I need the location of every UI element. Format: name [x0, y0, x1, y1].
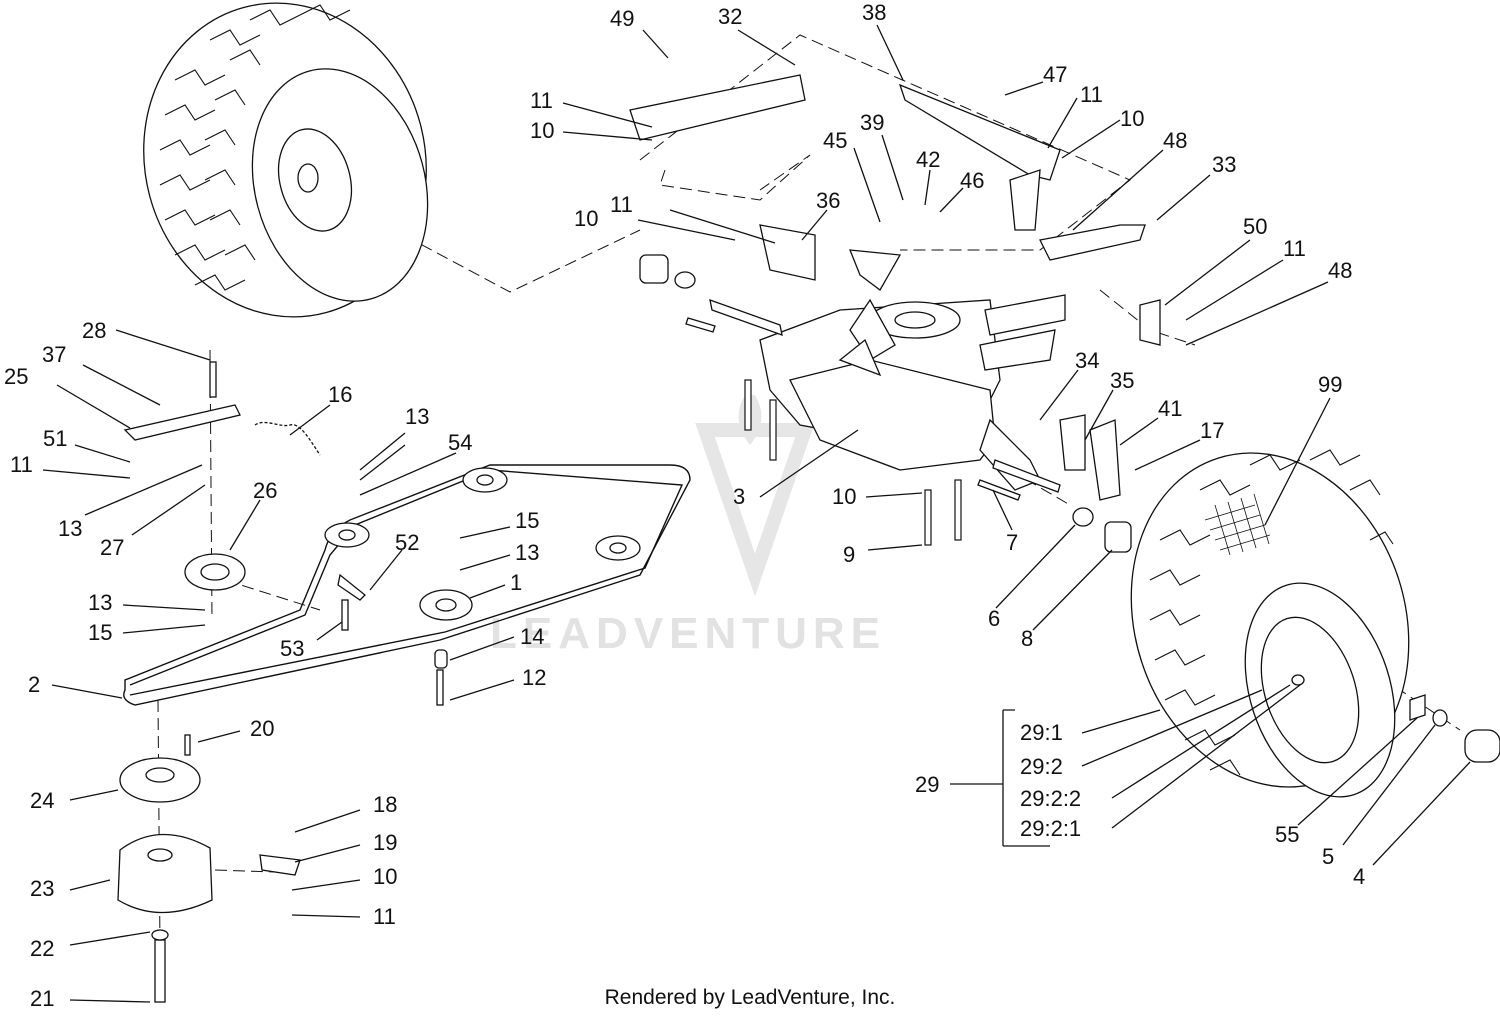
callout-11: 11	[610, 192, 633, 217]
callout-11: 11	[373, 904, 396, 929]
callout-7: 7	[1006, 530, 1018, 555]
callout-15: 15	[515, 508, 539, 533]
callout-49: 49	[610, 6, 634, 31]
callout-25: 25	[4, 364, 28, 389]
callout-10: 10	[1120, 106, 1144, 131]
callout-11: 11	[1080, 82, 1103, 107]
footer-credit: Rendered by LeadVenture, Inc.	[604, 986, 896, 1009]
callout-12: 12	[522, 665, 546, 690]
callout-16: 16	[328, 382, 352, 407]
callout-11: 11	[10, 452, 33, 477]
callout-38: 38	[862, 0, 886, 25]
callout-6: 6	[988, 606, 1000, 631]
callout-41: 41	[1158, 396, 1182, 421]
callout-17: 17	[1200, 418, 1224, 443]
callout-52: 52	[395, 530, 419, 555]
callout-10: 10	[530, 118, 554, 143]
transaxle	[629, 74, 1500, 763]
callout-45: 45	[823, 128, 847, 153]
callout-21: 21	[30, 986, 54, 1011]
callout-11: 11	[1283, 236, 1306, 261]
callout-29-2-1: 29:2:1	[1020, 816, 1081, 841]
callout-46: 46	[960, 168, 984, 193]
callout-29-2-2: 29:2:2	[1020, 786, 1081, 811]
callout-26: 26	[253, 478, 277, 503]
callout-47: 47	[1043, 62, 1067, 87]
callout-50: 50	[1243, 214, 1267, 239]
watermark: LEADVENTURE	[490, 395, 886, 658]
callout-9: 9	[843, 542, 855, 567]
callout-4: 4	[1353, 864, 1365, 889]
callout-37: 37	[42, 342, 66, 367]
drive-belt-assembly	[117, 361, 691, 1003]
callout-8: 8	[1021, 626, 1033, 651]
callout-19: 19	[373, 830, 397, 855]
callout-29-2: 29:2	[1020, 754, 1063, 779]
callout-10: 10	[373, 864, 397, 889]
callout-99: 99	[1318, 372, 1342, 397]
callout-29-1: 29:1	[1020, 720, 1063, 745]
callout-35: 35	[1110, 368, 1134, 393]
callout-3: 3	[733, 484, 745, 509]
callout-5: 5	[1322, 844, 1334, 869]
callout-29: 29	[915, 772, 939, 797]
leader-lines	[42, 24, 1471, 1003]
callout-10: 10	[574, 206, 598, 231]
callout-51: 51	[43, 426, 67, 451]
rear-tire-right	[1130, 449, 1410, 798]
callout-18: 18	[373, 792, 397, 817]
callout-48: 48	[1328, 258, 1352, 283]
callout-24: 24	[30, 788, 54, 813]
callout-34: 34	[1075, 348, 1099, 373]
callout-36: 36	[816, 188, 840, 213]
callout-1: 1	[510, 570, 522, 595]
callout-15: 15	[88, 620, 112, 645]
rear-tire-left	[143, 2, 429, 318]
callout-33: 33	[1212, 152, 1236, 177]
callout-28: 28	[82, 318, 106, 343]
callout-54: 54	[448, 430, 472, 455]
callout-39: 39	[860, 110, 884, 135]
callout-32: 32	[718, 4, 742, 29]
callout-13: 13	[88, 590, 112, 615]
callout-53: 53	[280, 636, 304, 661]
callout-13: 13	[58, 516, 82, 541]
callout-48: 48	[1163, 128, 1187, 153]
callout-23: 23	[30, 876, 54, 901]
callout-2: 2	[28, 672, 40, 697]
callout-11: 11	[530, 88, 553, 113]
callout-14: 14	[520, 624, 544, 649]
callout-22: 22	[30, 936, 54, 961]
callout-55: 55	[1275, 822, 1299, 847]
callout-13: 13	[515, 540, 539, 565]
callouts: 49 32 38 47 11 10 11 10 45 39 42 46 48 3…	[4, 0, 1365, 1011]
callout-20: 20	[250, 716, 274, 741]
callout-27: 27	[100, 535, 124, 560]
callout-10: 10	[832, 484, 856, 509]
callout-13: 13	[405, 404, 429, 429]
watermark-text: LEADVENTURE	[490, 609, 886, 658]
callout-42: 42	[916, 147, 940, 172]
